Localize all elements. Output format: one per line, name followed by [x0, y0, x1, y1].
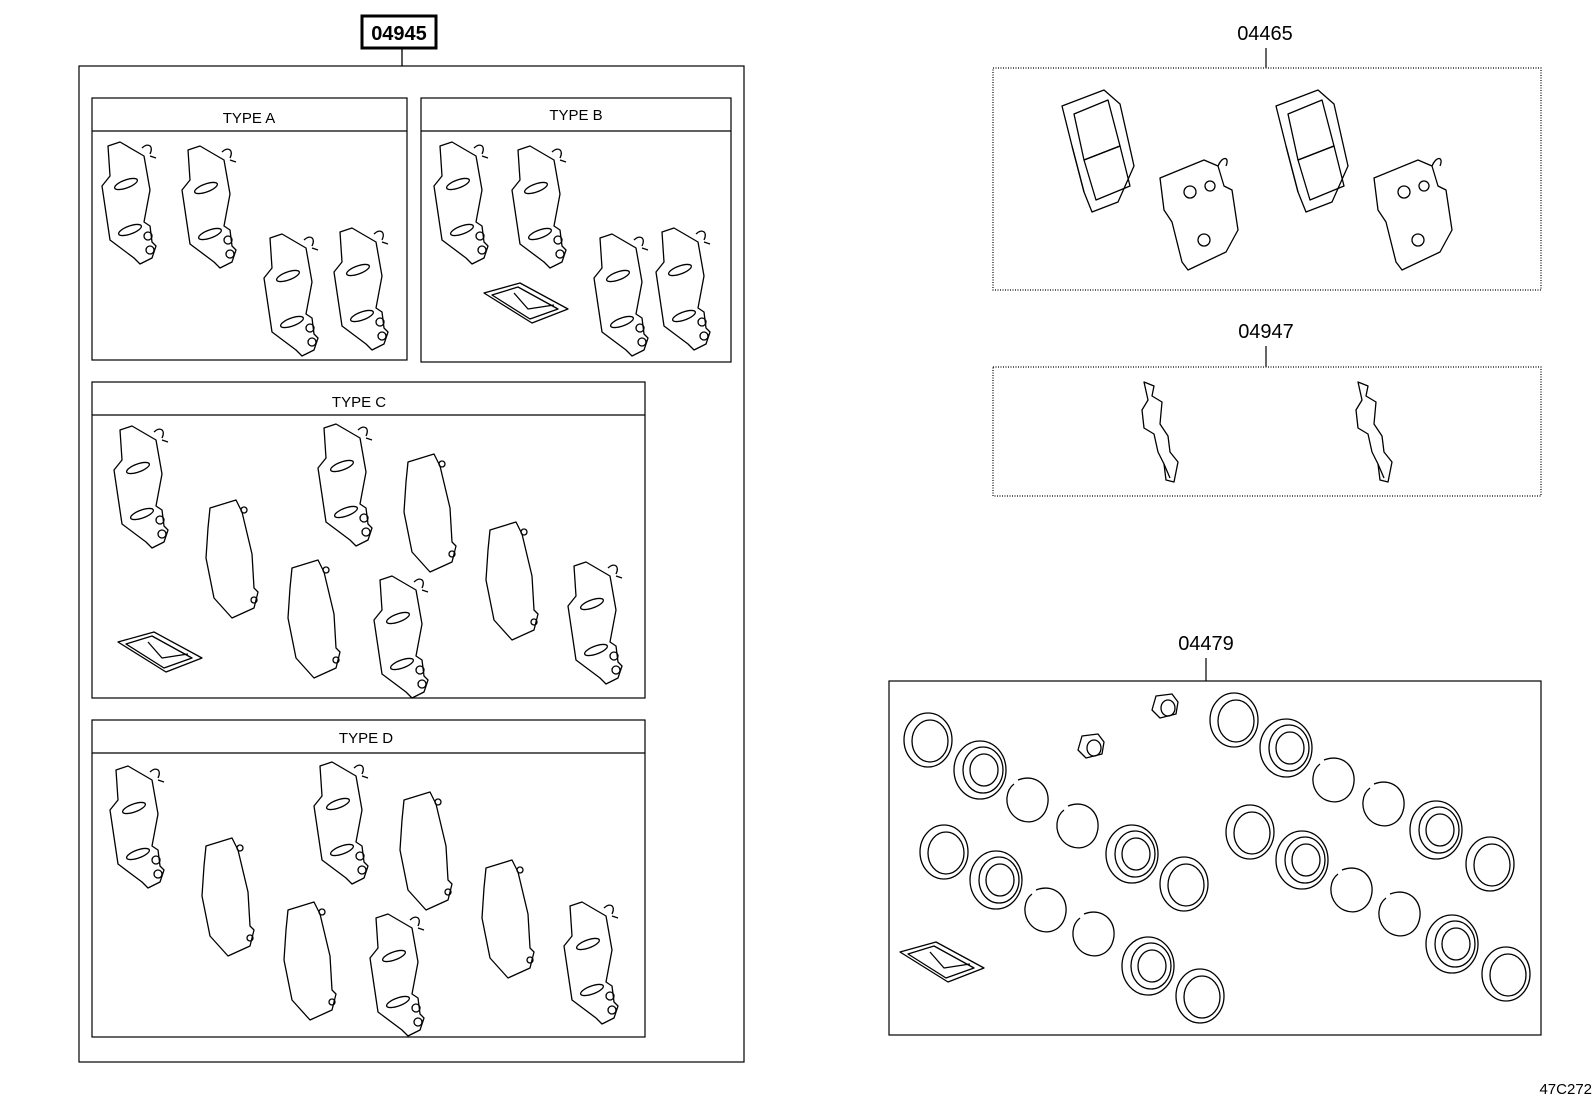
type-c-parts [113, 423, 623, 699]
type-b-box [420, 97, 732, 363]
pad-set-number: 04465 [1237, 23, 1293, 45]
seal-kit-parts [899, 692, 1531, 1024]
pad-kit-frame [78, 65, 745, 1063]
seal-kit-frame [888, 680, 1542, 1036]
type-b-parts [433, 141, 711, 357]
type-d-title: TYPE D [339, 730, 393, 747]
pad-kit-number: 04945 [371, 23, 427, 45]
type-c-title: TYPE C [332, 394, 386, 411]
type-b-title: TYPE B [549, 107, 602, 124]
pad-kit-label-box [360, 14, 438, 50]
type-a-title: TYPE A [223, 110, 276, 127]
type-c-box [91, 381, 646, 699]
clip-kit-number: 04947 [1238, 321, 1294, 343]
figure-code: 47C272 [1539, 1081, 1592, 1098]
type-d-box [91, 719, 646, 1038]
type-d-parts [109, 761, 619, 1037]
type-a-box [91, 97, 408, 361]
pad-set-parts [1061, 89, 1453, 271]
seal-kit-number: 04479 [1178, 633, 1234, 655]
clip-kit-parts [1141, 381, 1393, 483]
clip-kit-frame [992, 366, 1542, 497]
type-a-parts [101, 141, 389, 357]
